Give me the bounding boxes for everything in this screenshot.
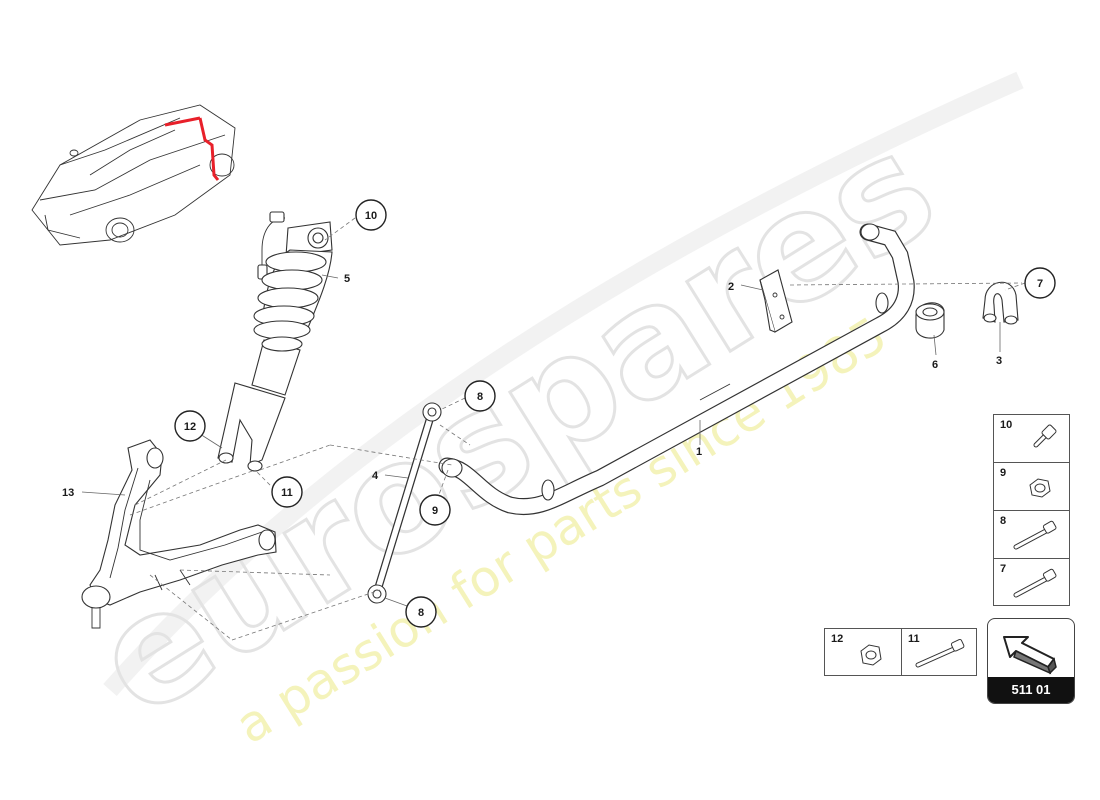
callout-11: 11	[271, 476, 303, 508]
fastener-table: 10 9 8 7	[993, 414, 1070, 606]
svg-text:10: 10	[365, 210, 377, 222]
callout-13: 13	[62, 487, 74, 499]
callout-1: 1	[696, 446, 702, 458]
callout-9: 9	[419, 494, 451, 526]
nut-icon	[1029, 478, 1051, 498]
car-locator-image	[31, 104, 236, 246]
fastener-row: 7	[994, 559, 1069, 606]
fastener-row: 8	[994, 511, 1069, 559]
svg-text:8: 8	[418, 607, 424, 619]
reference-box[interactable]: 511 01	[987, 618, 1075, 704]
callout-3: 3	[996, 355, 1002, 367]
bushing-part	[915, 302, 945, 339]
fastener-number: 8	[1000, 515, 1007, 527]
reference-label: 511 01	[988, 677, 1074, 703]
highlight-suspension	[164, 116, 220, 181]
fastener-number: 12	[831, 633, 844, 645]
bolt-short-icon	[1033, 424, 1057, 448]
callout-10: 10	[355, 199, 387, 231]
svg-text:11: 11	[281, 487, 293, 499]
clamp-part	[982, 281, 1019, 325]
callout-5: 5	[344, 273, 350, 285]
callout-7: 7	[1024, 267, 1056, 299]
fastener-table-bottom: 12 11	[824, 628, 977, 676]
leader-lines	[81, 217, 1026, 641]
fastener-number: 10	[1000, 419, 1013, 431]
bolt-long-icon	[1013, 568, 1057, 598]
control-arm-part	[81, 439, 277, 629]
callout-8-top: 8	[464, 380, 496, 412]
svg-text:9: 9	[432, 505, 438, 517]
drop-link-part	[367, 402, 442, 604]
nut-icon	[860, 644, 882, 666]
fastener-number: 9	[1000, 467, 1007, 479]
svg-text:8: 8	[477, 391, 483, 403]
bolt-long-icon	[1013, 520, 1057, 550]
fastener-number: 11	[908, 633, 920, 645]
callout-8-bottom: 8	[405, 596, 437, 628]
fastener-row: 10	[994, 415, 1069, 463]
callout-4: 4	[372, 470, 379, 482]
callout-6: 6	[932, 359, 938, 371]
bolt-long-icon	[915, 638, 965, 668]
fastener-cell: 11	[902, 629, 977, 675]
shock-absorber-part	[217, 211, 333, 472]
arrow-pointer-icon	[1003, 636, 1057, 675]
fastener-cell: 12	[825, 629, 901, 675]
svg-text:12: 12	[184, 421, 196, 433]
fastener-number: 7	[1000, 563, 1007, 575]
callout-12: 12	[174, 410, 206, 442]
bracket-part	[759, 269, 793, 333]
stabilizer-bar-part	[438, 223, 915, 516]
fastener-row: 9	[994, 463, 1069, 511]
callout-2: 2	[728, 281, 734, 293]
svg-text:7: 7	[1037, 278, 1043, 290]
